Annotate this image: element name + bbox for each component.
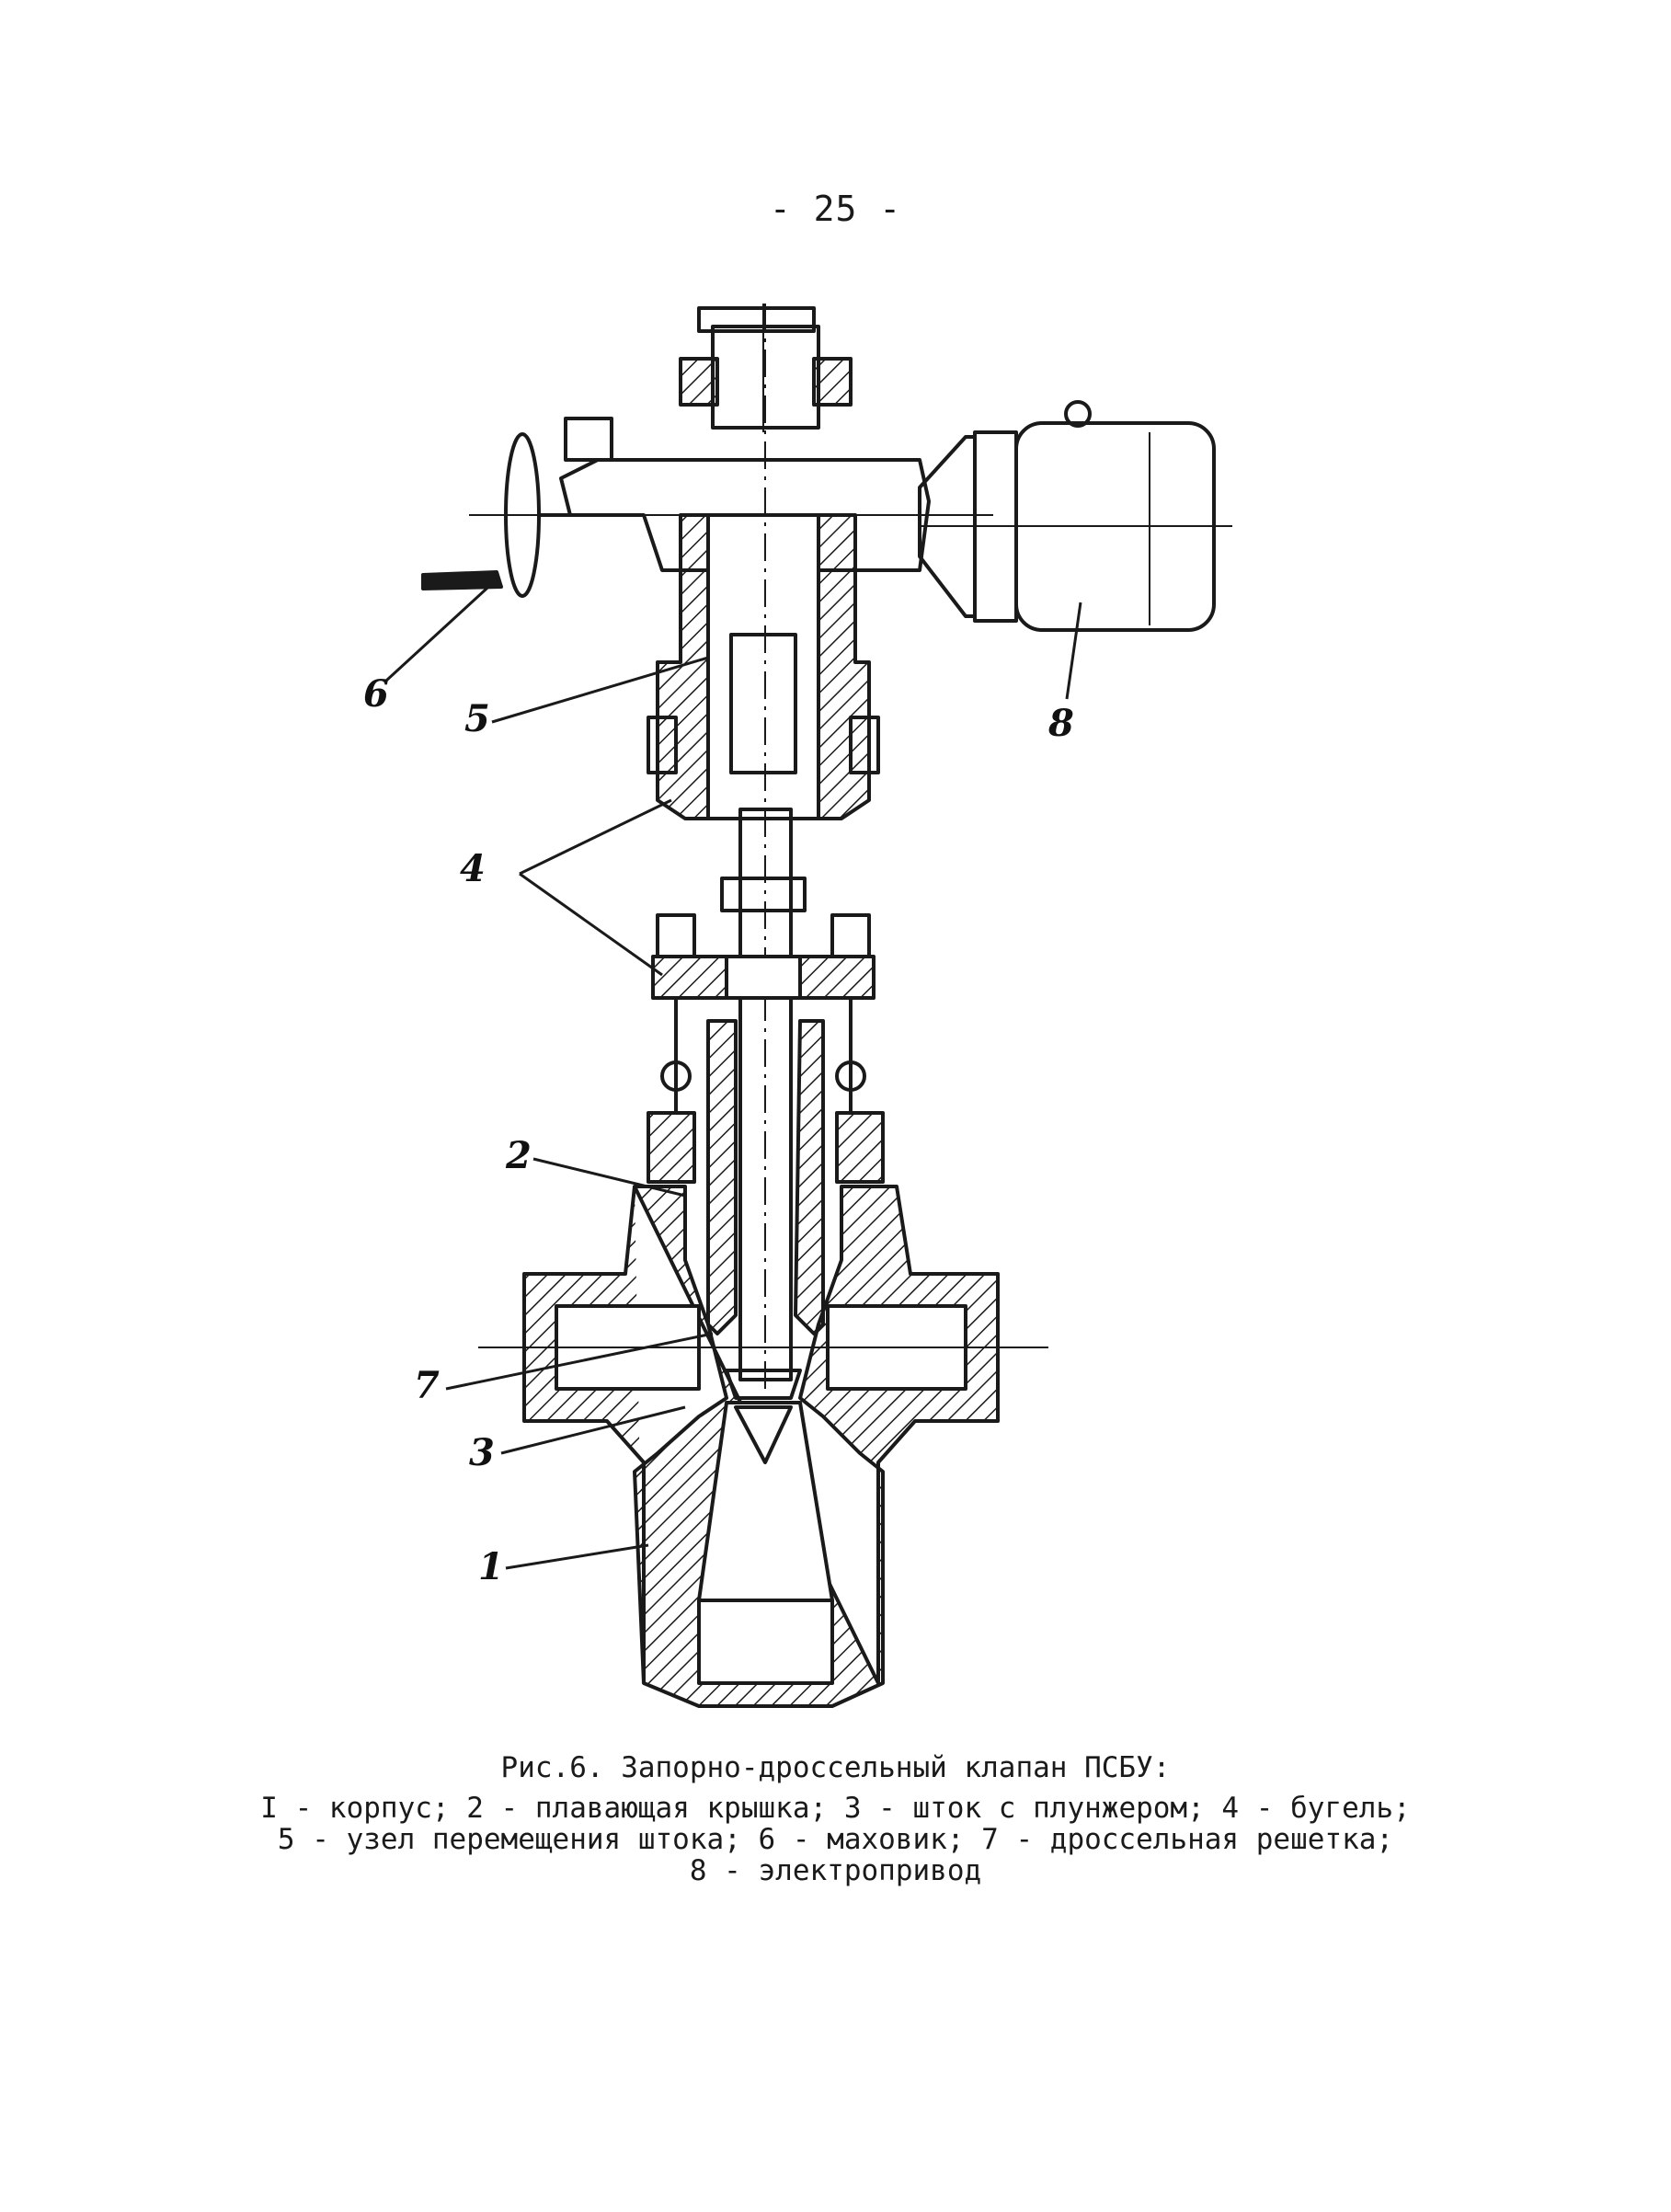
caption-legend-line: I - корпус; 2 - плавающая крышка; 3 - шт…	[260, 1792, 1411, 1825]
callout-7: 7	[414, 1364, 440, 1407]
caption-legend-line: 5 - узел перемещения штока; 6 - маховик;…	[277, 1823, 1394, 1856]
callout-5: 5	[464, 697, 490, 740]
callout-2: 2	[505, 1134, 532, 1177]
floating-cover	[647, 1019, 885, 1335]
electric-motor	[918, 400, 1232, 632]
callout-4: 4	[460, 847, 486, 890]
leader-lines	[384, 578, 1082, 1570]
callout-6: 6	[363, 672, 389, 716]
top-gearbox	[679, 304, 853, 432]
handwheel	[421, 432, 570, 598]
page-number: - 25 -	[769, 189, 902, 229]
callout-3: 3	[469, 1431, 495, 1474]
stem-drive-assembly	[647, 513, 880, 820]
caption-title: Рис.6. Запорно-дроссельный клапан ПСБУ:	[500, 1751, 1171, 1784]
valve-body	[478, 1185, 1048, 1708]
yoke	[651, 913, 876, 1113]
stem	[720, 304, 807, 1453]
callout-8: 8	[1047, 702, 1074, 745]
callout-1: 1	[478, 1545, 504, 1588]
figure-caption: Рис.6. Запорно-дроссельный клапан ПСБУ: …	[0, 1752, 1671, 1886]
caption-legend-line: 8 - электропривод	[689, 1854, 982, 1887]
